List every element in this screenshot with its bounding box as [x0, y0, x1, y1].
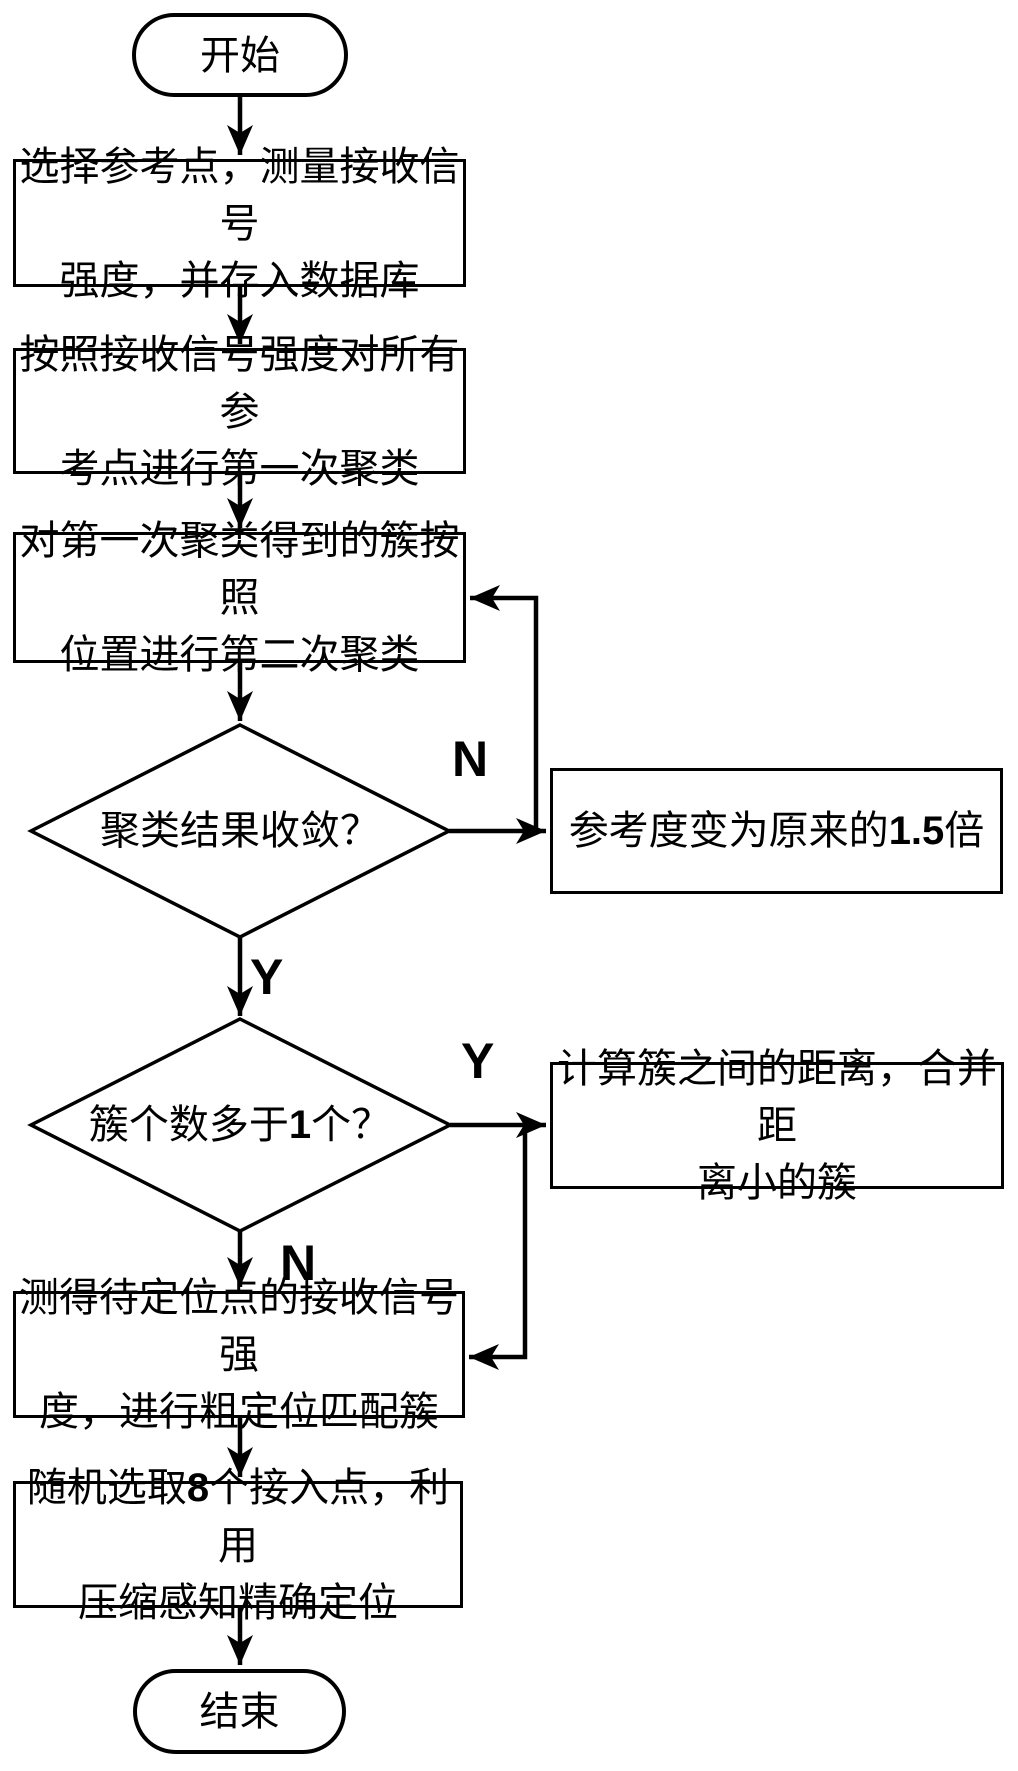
arrow-merge-loop-to-step4 [469, 1125, 528, 1370]
process-scale-reference: 参考度变为原来的1.5倍 [550, 768, 1003, 894]
process-coarse-matching-line1: 测得待定位点的接收信号强 [19, 1275, 459, 1377]
process-select-reference-points-line2: 强度，并存入数据库 [59, 257, 420, 303]
process-scale-reference-label: 参考度变为原来的1.5倍 [568, 808, 985, 853]
process-first-clustering: 按照接收信号强度对所有参 考点进行第一次聚类 [13, 332, 466, 491]
process-compressed-sensing: 随机选取8个接入点，利用 压缩感知精确定位 [13, 1465, 463, 1625]
branch-label-decision2-yes: Y [461, 1033, 495, 1089]
process-select-reference-points: 选择参考点，测量接收信号 强度，并存入数据库 [13, 144, 466, 303]
process-second-clustering-line1: 对第一次聚类得到的簇按照 [19, 518, 460, 620]
process-second-clustering: 对第一次聚类得到的簇按照 位置进行第二次聚类 [13, 518, 466, 677]
start-terminator: 开始 [132, 13, 348, 97]
process-first-clustering-line1: 按照接收信号强度对所有参 [19, 331, 460, 434]
process-merge-clusters-line2: 离小的簇 [697, 1160, 857, 1205]
branch-label-decision1-yes: Y [250, 949, 284, 1005]
decision-more-than-one-cluster-label: 簇个数多于1个？ [88, 1102, 392, 1147]
process-compressed-sensing-line2: 压缩感知精确定位 [78, 1579, 398, 1625]
branch-label-decision2-no: N [280, 1235, 317, 1291]
end-terminator: 结束 [133, 1669, 346, 1754]
branch-label-decision1-no: N [452, 731, 489, 787]
process-select-reference-points-line1: 选择参考点，测量接收信号 [19, 143, 460, 246]
process-compressed-sensing-line1: 随机选取8个接入点，利用 [26, 1464, 450, 1568]
decision-clustering-converged-label: 聚类结果收敛？ [100, 808, 380, 853]
process-coarse-matching-line2: 度，进行粗定位匹配簇 [39, 1389, 439, 1434]
arrow-adjust-loop-to-step3 [470, 585, 539, 831]
start-label: 开始 [200, 32, 280, 78]
process-merge-clusters-line1: 计算簇之间的距离，合并距 [557, 1046, 997, 1148]
process-second-clustering-line2: 位置进行第二次聚类 [59, 632, 420, 677]
process-coarse-matching: 测得待定位点的接收信号强 度，进行粗定位匹配簇 [13, 1275, 465, 1434]
end-label: 结束 [199, 1689, 280, 1734]
process-first-clustering-line2: 考点进行第一次聚类 [59, 445, 420, 491]
process-merge-clusters: 计算簇之间的距离，合并距 离小的簇 [550, 1046, 1004, 1205]
